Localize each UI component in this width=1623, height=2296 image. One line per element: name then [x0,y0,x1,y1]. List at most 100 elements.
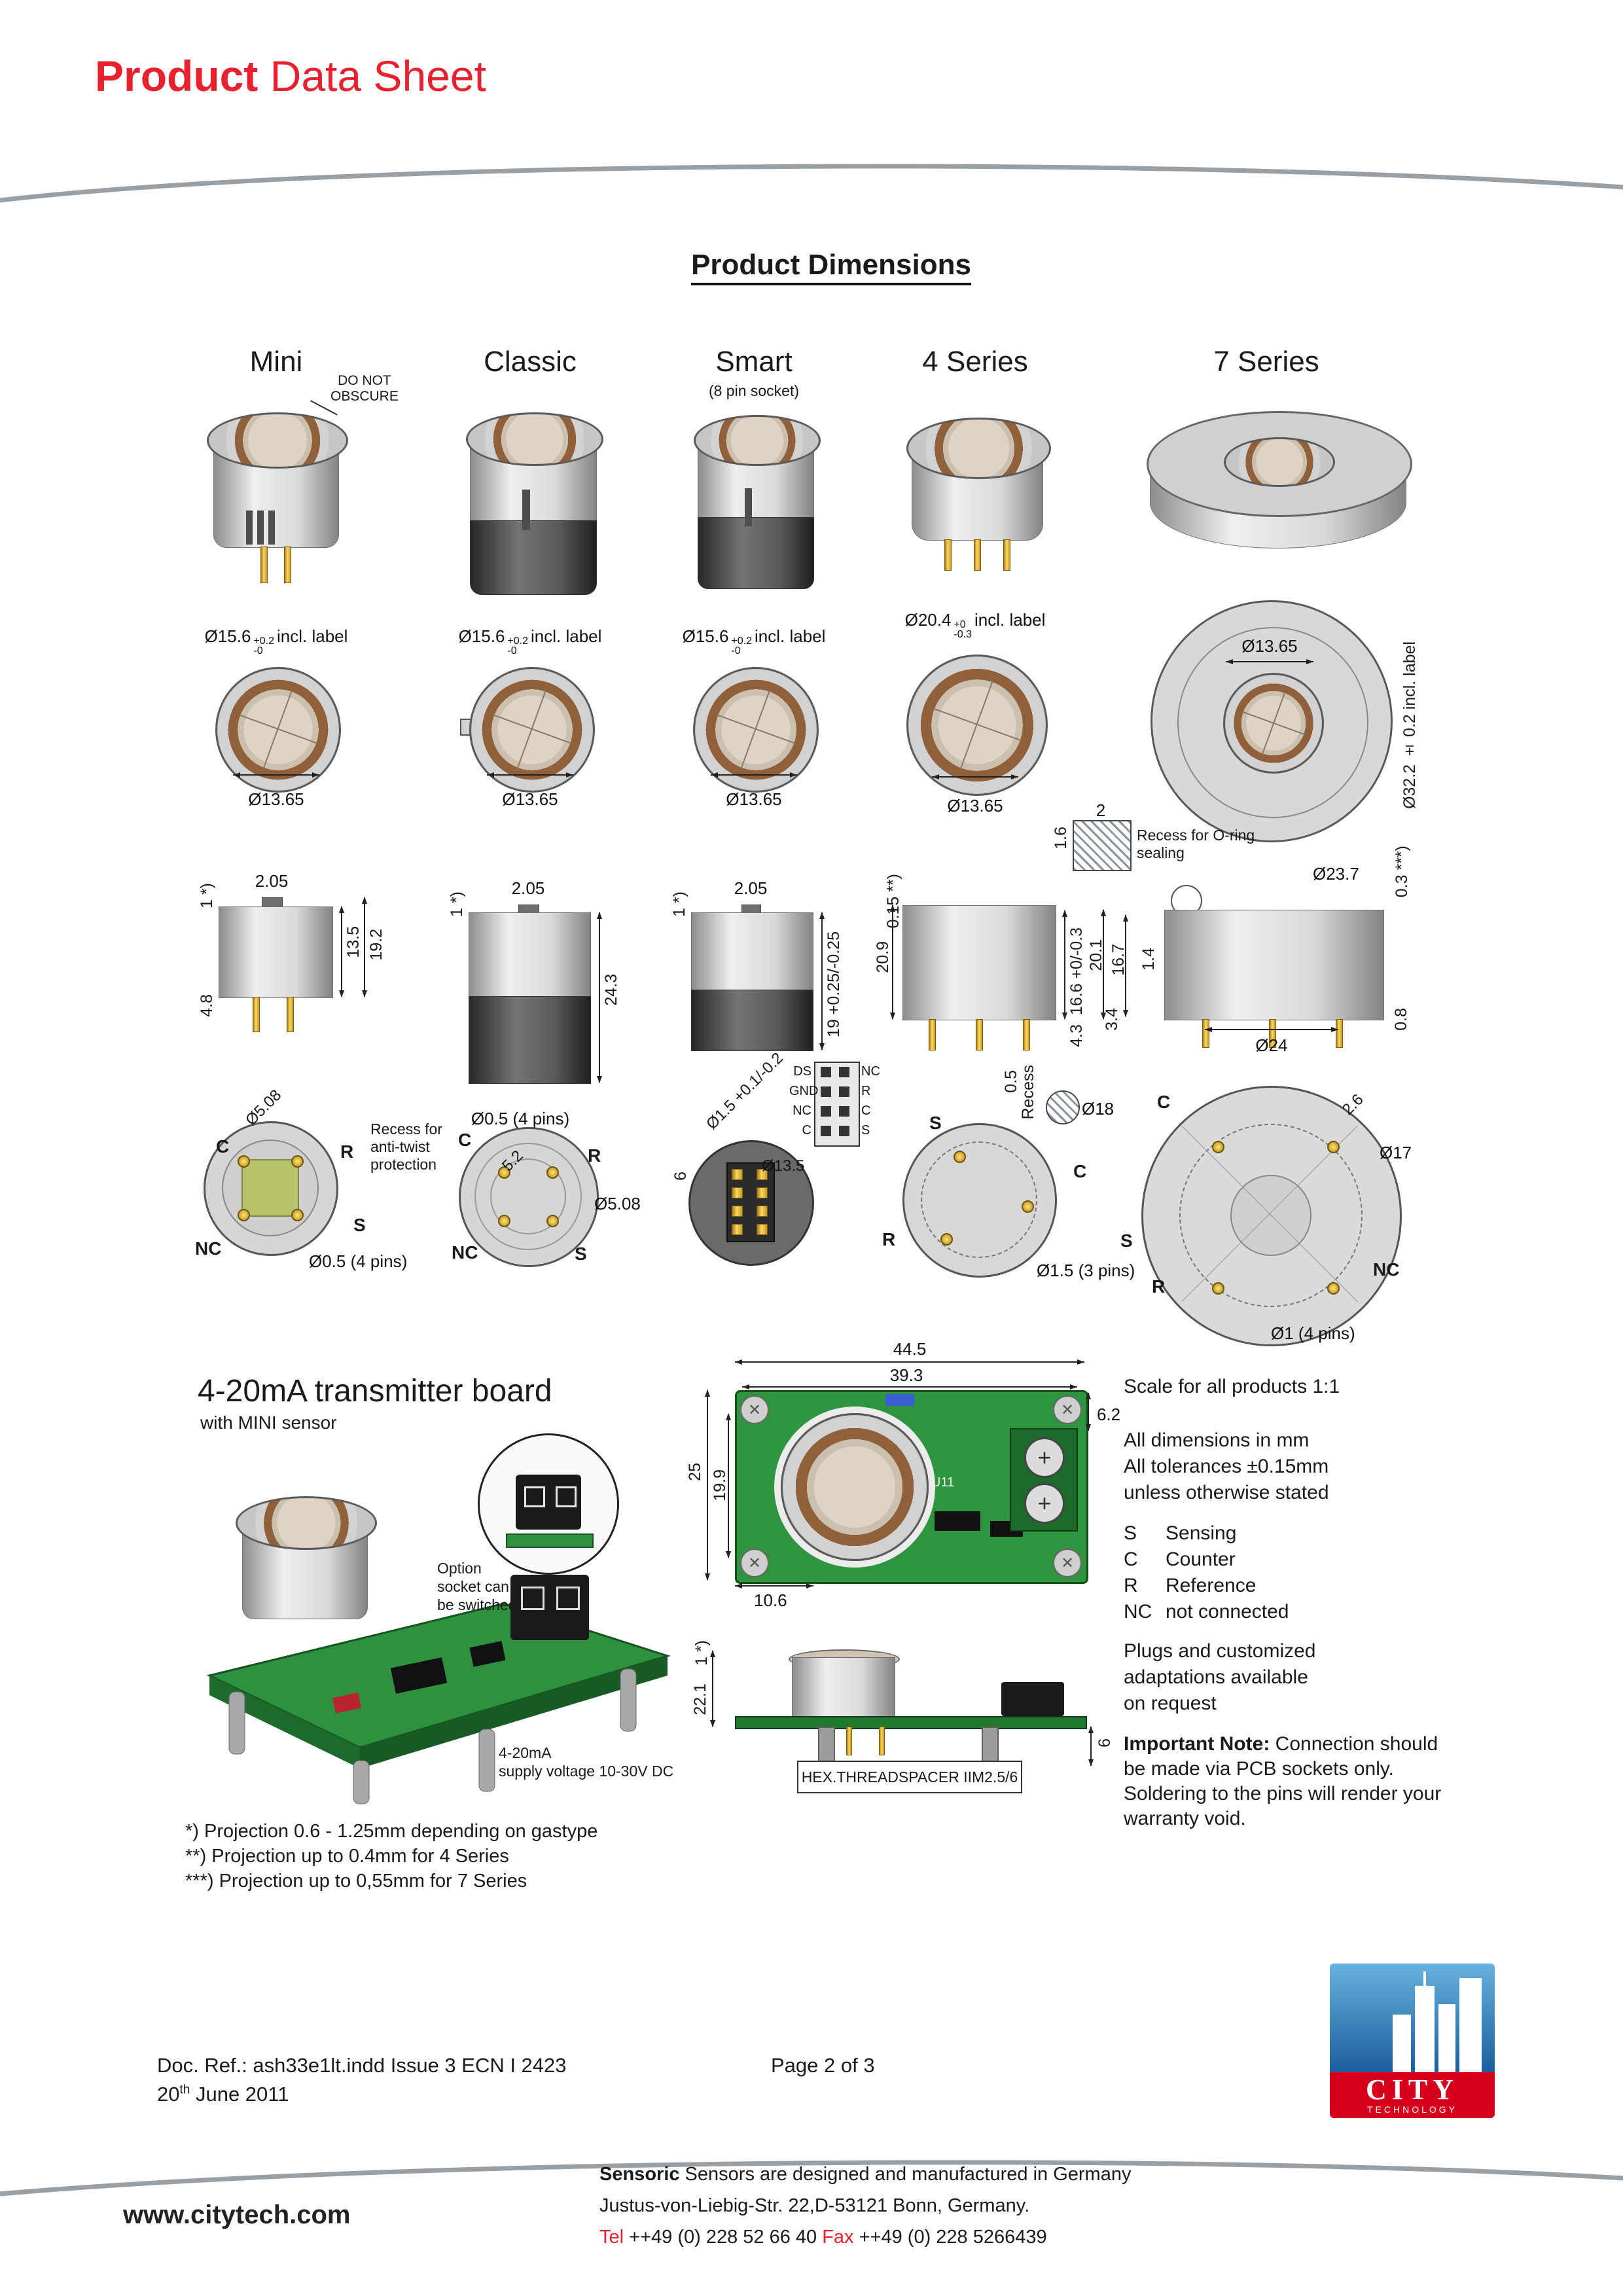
side-view-proj-dim: 1 *) [692,1640,711,1666]
mini-3d-view [207,412,348,596]
option-socket-note: Option socket can be switched [437,1560,517,1613]
7series-side-proj-dim: 0.3 ***) [1393,846,1411,898]
pcb-sensor-circle [781,1413,929,1561]
4series-3d-top-face [906,418,1051,479]
option-socket-zoom-circle [478,1433,619,1575]
doc-date: 20th June 2011 [157,2083,289,2106]
7series-side-pin-dim: 0.8 [1392,1008,1410,1031]
7series-inner-dim-line [1226,659,1313,664]
4series-side-inner-height-dim: 16.6 +0/-0.3 [1067,927,1086,1016]
side-view-board-bar [735,1716,1087,1729]
7series-topview-inner-dim: Ø13.65 [1241,636,1298,656]
screw-bottom-left: ✕ [740,1549,769,1577]
transmitter-mini-sensor [236,1496,377,1634]
screw-top-left: ✕ [740,1395,769,1424]
pcb-terminal-dim: 6.2 [1097,1405,1121,1424]
4series-pin-c-label: C [1073,1161,1087,1181]
pcb-width-dim: 44.5 [893,1339,927,1359]
mini-side-outer-height-dim: 19.2 [367,929,385,961]
plugs-note-1: Plugs and customized [1124,1640,1316,1662]
mini-bottom-view [204,1121,338,1256]
smart-side-proj-dim: 1 *) [670,891,688,917]
smart-side-view: 2.05 1 *) 19 +0.25/-0.25 [670,878,855,1066]
smart-side-height-dim: 19 +0.25/-0.25 [825,931,843,1037]
transmitter-3d-view [196,1433,694,1806]
contact-line: Tel ++49 (0) 228 52 66 40 Fax ++49 (0) 2… [599,2227,1047,2248]
smart-socket-r1: NC [861,1064,880,1079]
7series-pin-nc-label: NC [1373,1259,1400,1280]
7series-side-h1-dim: 20.1 [1087,939,1105,971]
pcb-side-view: HEX.THREADSPACER IIM2.5/6 [735,1638,1087,1801]
classic-3d-view [466,412,603,599]
pcb-blue-component [885,1394,914,1406]
7series-top-view [1150,600,1393,842]
smart-inner-dim-line [711,772,797,778]
doc-header-title-bold: Product [95,52,259,100]
smart-bottom-view [688,1140,814,1266]
7series-side-h4-dim: 3.4 [1103,1008,1121,1031]
7series-dia-dim: Ø17 [1380,1143,1412,1162]
pcb-offset-dim: 10.6 [754,1590,787,1610]
smart-socket-r2: R [861,1084,871,1098]
scale-note: Scale for all products 1:1 [1124,1376,1340,1397]
smart-socket-l3: NC [793,1103,812,1118]
side-view-spacer-dim: 6 [1096,1738,1114,1748]
4series-recess-detail-circle [1046,1090,1080,1124]
7series-detail-width-dim: 2 [1096,800,1106,820]
pcb-height-dim: 25 [686,1463,704,1481]
classic-pin-dia-dim: Ø0.5 (4 pins) [471,1109,570,1128]
product-sub-smart: (8 pin socket) [708,382,800,399]
classic-side-view: 2.05 1 *) 24.3 [448,878,632,1092]
classic-side-height-dim: 24.3 [602,974,620,1006]
4series-pin-s-label: S [929,1113,942,1133]
4series-recess-depth-dim: 0.5 [1002,1070,1020,1093]
mini-pin-c-label: C [216,1136,230,1157]
product-name-smart: Smart [715,346,793,378]
side-view-connector [1001,1682,1064,1716]
smart-socket-r4: S [861,1123,870,1138]
smart-topview-inner-dim: Ø13.65 [726,789,782,809]
sensoric-brand: Sensoric [599,2164,680,2185]
classic-side-nub-dim: 2.05 [511,878,545,898]
7series-3d-top-face [1224,437,1335,487]
mini-topview-inner-dim: Ø13.65 [248,789,304,809]
logo-skyline [1330,1964,1495,2072]
pcb-terminal-block: + + [1010,1428,1078,1532]
dimensions-note-1: All dimensions in mm [1124,1429,1310,1451]
important-note: Important Note: Connection should be mad… [1124,1733,1442,1829]
bottom-divider-swoosh [0,2160,1623,2197]
4series-side-outer-height-dim: 20.9 [874,941,892,973]
top-divider-swoosh [0,164,1623,203]
pcb-top-view: ✕ ✕ ✕ ✕ U11 + + [735,1390,1088,1584]
product-name-4series: 4 Series [922,346,1028,378]
7series-side-h3-dim: 1.4 [1139,948,1158,971]
7series-detail-dia-dim: Ø23.7 [1313,864,1359,884]
mini-inner-dim-line [233,772,319,778]
smart-3d-view [694,415,821,595]
classic-pin-nc-label: NC [452,1242,478,1263]
4series-3d-view [906,418,1051,575]
classic-pitch-dim: Ø5.08 [594,1194,641,1213]
classic-bottom-view [459,1127,599,1267]
plugs-note-3: on request [1124,1693,1217,1714]
pcb-inner-width-dim: 39.3 [889,1365,923,1385]
7series-pin-r-label: R [1152,1276,1166,1297]
mini-pin-nc-label: NC [195,1238,222,1259]
footnote-1: *) Projection 0.6 - 1.25mm depending on … [185,1821,598,1842]
address-line: Justus-von-Liebig-Str. 22,D-53121 Bonn, … [599,2195,1030,2216]
footnote-2: **) Projection up to 0.4mm for 4 Series [185,1846,509,1867]
page-number: Page 2 of 3 [771,2054,875,2077]
7series-pin-c-label: C [1157,1092,1171,1112]
4series-side-proj-dim: 0.15 **) [884,874,902,929]
mini-side-view: 2.05 1 *) 13.5 19.2 4.8 [198,871,385,1065]
classic-pin-c-label: C [458,1130,472,1150]
4series-side-view: 0.15 **) 20.9 16.6 +0/-0.3 4.3 0.5 Reces… [874,874,1114,1128]
7series-pin-dia-dim: Ø1 (4 pins) [1271,1323,1355,1343]
website-link[interactable]: www.citytech.com [123,2200,351,2229]
mini-side-nub-dim: 2.05 [255,871,289,891]
smart-depth-dim: 6 [671,1172,690,1181]
